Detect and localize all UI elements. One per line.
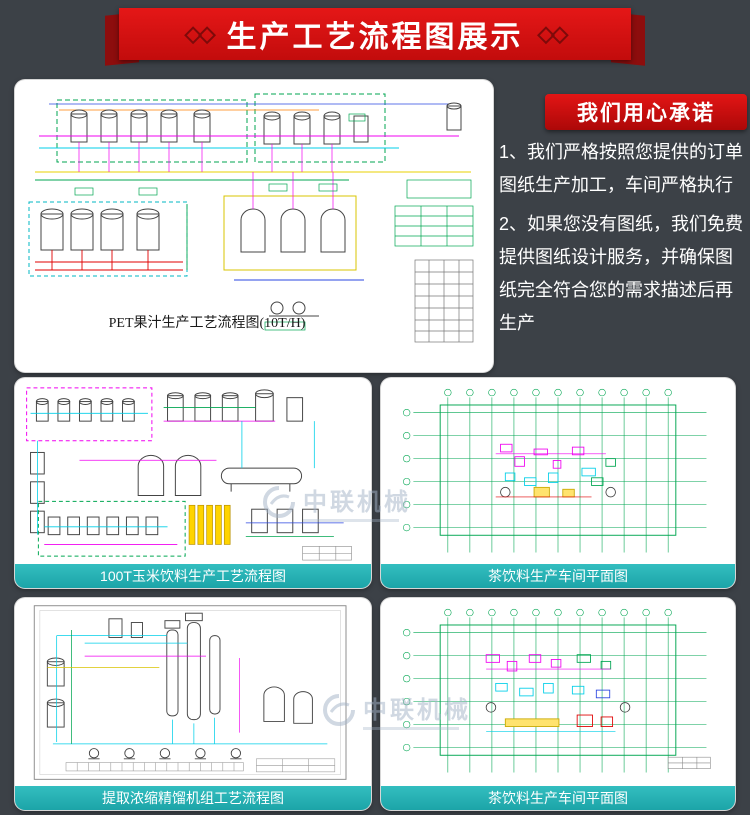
tea-plan-diagram-1	[403, 388, 707, 553]
card-corn-flowchart[interactable]: 100T玉米饮料生产工艺流程图	[15, 378, 371, 588]
diamond-ornament-right-icon: ◇◇	[537, 21, 569, 46]
card-tea-plan-2[interactable]: 茶饮料生产车间平面图	[381, 598, 735, 810]
extract-caption-bar: 提取浓缩精馏机组工艺流程图	[15, 786, 371, 810]
banner-ribbon: ◇◇ 生产工艺流程图展示 ◇◇	[103, 8, 647, 66]
card-extract-flowchart[interactable]: 提取浓缩精馏机组工艺流程图	[15, 598, 371, 810]
diamond-ornament-left-icon: ◇◇	[184, 21, 216, 46]
card-tea-plan-1[interactable]: 茶饮料生产车间平面图	[381, 378, 735, 588]
promise-item-2: 2、如果您没有图纸，我们免费提供图纸设计服务，并确保图纸完全符合您的需求描述后再…	[499, 214, 744, 333]
tea-plan-2-caption-bar: 茶饮料生产车间平面图	[381, 786, 735, 810]
tea-plan-diagram-2	[403, 608, 711, 773]
extract-flowchart-diagram	[33, 605, 347, 780]
corn-flowchart-diagram	[26, 387, 352, 561]
banner-ribbon-body	[119, 8, 631, 60]
tea-plan-1-caption-bar: 茶饮料生产车间平面图	[381, 564, 735, 588]
pet-flowchart-caption: PET果汁生产工艺流程图(10T/H)	[108, 316, 306, 331]
card-pet-flowchart[interactable]: PET果汁生产工艺流程图(10T/H)	[15, 80, 493, 372]
promise-item-1: 1、我们严格按照您提供的订单图纸生产加工，车间严格执行	[499, 142, 744, 195]
promise-text: 1、我们严格按照您提供的订单图纸生产加工，车间严格执行 2、如果您没有图纸，我们…	[499, 136, 749, 340]
corn-caption-bar: 100T玉米饮料生产工艺流程图	[15, 564, 371, 588]
pet-flowchart-diagram	[28, 93, 474, 343]
banner-title: 生产工艺流程图展示	[226, 21, 524, 54]
promise-badge: 我们用心承诺	[545, 94, 747, 130]
